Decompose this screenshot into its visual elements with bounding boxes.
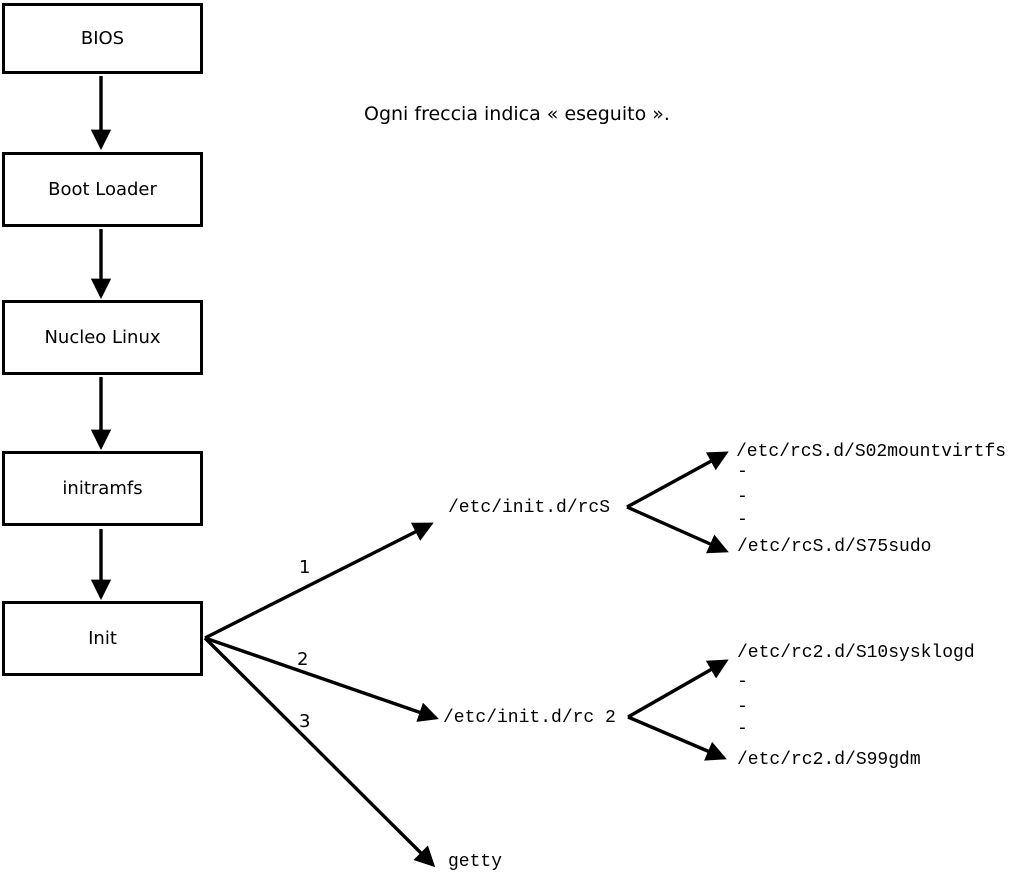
- arrow-number-3: 3: [299, 711, 311, 732]
- arrow-init-to-getty: [203, 636, 436, 868]
- node-rc2-dash-3: -: [737, 719, 748, 739]
- node-rc2-first-script: /etc/rc2.d/S10sysklogd: [737, 643, 975, 663]
- arrow-rc2-to-last-script: [627, 715, 727, 761]
- box-nucleo-linux-label: Nucleo Linux: [44, 327, 161, 348]
- box-bios-label: BIOS: [80, 28, 125, 49]
- box-boot-loader-label: Boot Loader: [48, 179, 157, 200]
- box-nucleo-linux: Nucleo Linux: [2, 300, 203, 375]
- node-rcS: /etc/init.d/rcS: [448, 498, 611, 518]
- box-bios: BIOS: [2, 3, 203, 74]
- box-init: Init: [2, 601, 203, 676]
- node-rc2-last-script: /etc/rc2.d/S99gdm: [737, 750, 921, 770]
- box-initramfs-label: initramfs: [62, 478, 143, 499]
- node-rcS-dash-1: -: [737, 462, 748, 482]
- node-getty: getty: [448, 852, 503, 872]
- arrow-number-2: 2: [297, 649, 309, 670]
- box-init-label: Init: [88, 628, 117, 649]
- node-rcS-dash-3: -: [737, 510, 748, 530]
- arrow-rcS-to-first-script: [626, 451, 729, 509]
- node-rcS-dash-2: -: [737, 487, 748, 507]
- box-boot-loader: Boot Loader: [2, 152, 203, 227]
- arrow-init-to-rc2: [204, 636, 439, 722]
- node-rc2: /etc/init.d/rc 2: [443, 708, 616, 728]
- arrow-number-1: 1: [299, 557, 311, 578]
- arrow-rcS-to-last-script: [626, 505, 729, 554]
- arrow-rc2-to-first-script: [627, 659, 729, 719]
- arrow-init-to-rcS: [204, 522, 434, 640]
- node-rc2-dash-1: -: [737, 672, 748, 692]
- node-rcS-first-script: /etc/rcS.d/S02mountvirtfs: [736, 442, 1007, 462]
- node-rcS-last-script: /etc/rcS.d/S75sudo: [737, 537, 932, 557]
- node-rc2-dash-2: -: [737, 697, 748, 717]
- box-initramfs: initramfs: [2, 451, 203, 526]
- diagram-caption: Ogni freccia indica « eseguito ».: [364, 103, 670, 125]
